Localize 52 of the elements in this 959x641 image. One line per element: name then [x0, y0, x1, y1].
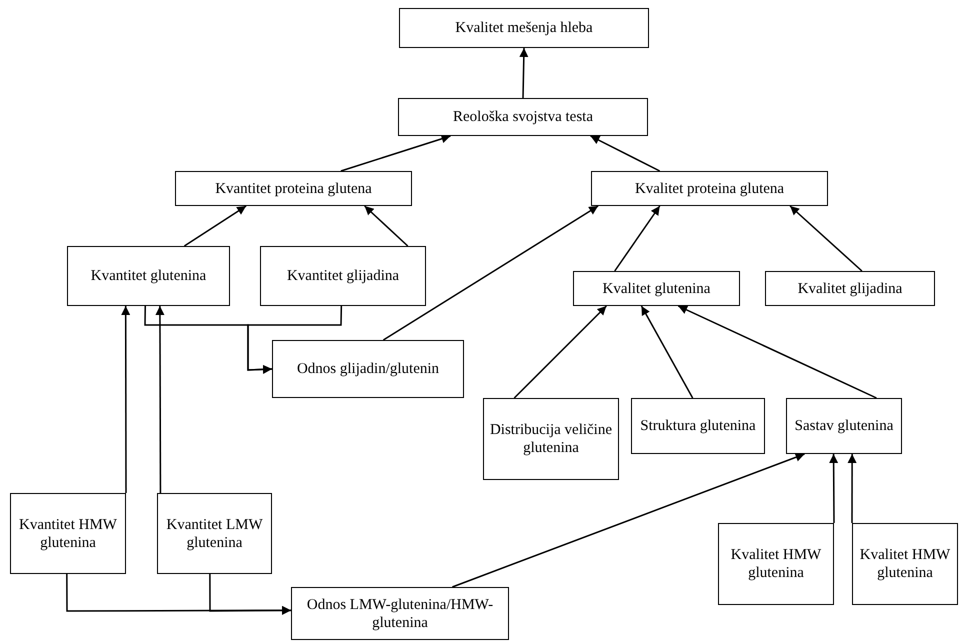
process-box	[631, 398, 765, 454]
arrow	[364, 205, 408, 247]
arrow	[452, 452, 805, 588]
arrow	[678, 305, 877, 399]
process-box	[10, 493, 126, 574]
process-box	[591, 171, 828, 206]
process-box	[260, 246, 426, 306]
process-box	[573, 271, 740, 306]
arrow	[590, 135, 660, 172]
box-label: Reološka svojstva testa	[453, 108, 593, 126]
box-label: Distribucija veličine glutenina	[488, 421, 614, 457]
arrow	[121, 306, 130, 493]
process-box	[718, 523, 834, 605]
arrow	[790, 205, 862, 272]
box-label: Kvalitet HMW glutenina	[858, 546, 952, 582]
arrow	[155, 306, 164, 493]
arrow	[614, 206, 660, 272]
process-box	[67, 246, 230, 306]
box-label: Kvalitet HMW glutenina	[730, 546, 822, 582]
process-box	[765, 271, 935, 306]
box-label: Kvantitet HMW glutenina	[18, 516, 118, 552]
process-box	[157, 493, 272, 574]
arrow	[184, 205, 246, 247]
box-label: Struktura glutenina	[640, 417, 756, 435]
arrow	[340, 134, 451, 172]
box-label: Odnos LMW-glutenina/HMW-glutenina	[306, 596, 494, 632]
box-label: Sastav glutenina	[794, 417, 894, 435]
box-label: Kvantitet LMW glutenina	[165, 516, 264, 552]
process-box	[398, 98, 648, 136]
box-label: Kvantitet glutenina	[90, 267, 206, 285]
arrow	[209, 574, 291, 615]
arrow	[848, 454, 857, 523]
box-label: Kvalitet mešenja hleba	[455, 19, 593, 37]
arrow	[640, 306, 694, 398]
process-box	[786, 398, 902, 454]
box-label: Kvalitet proteina glutena	[634, 180, 784, 198]
process-box	[483, 398, 619, 480]
process-box	[291, 587, 509, 640]
box-label: Kvantitet proteina glutena	[215, 180, 372, 198]
process-box	[175, 171, 412, 206]
process-box	[852, 523, 958, 605]
arrow	[247, 306, 342, 374]
process-box	[399, 8, 649, 48]
box-label: Kvalitet glutenina	[602, 280, 710, 298]
arrow	[519, 48, 528, 98]
arrow	[382, 205, 598, 341]
process-box	[272, 340, 464, 398]
box-label: Odnos glijadin/glutenin	[296, 360, 440, 378]
box-label: Kvalitet glijadina	[798, 280, 902, 298]
arrow	[514, 305, 607, 399]
arrow	[829, 454, 838, 523]
box-label: Kvantitet glijadina	[286, 267, 400, 285]
